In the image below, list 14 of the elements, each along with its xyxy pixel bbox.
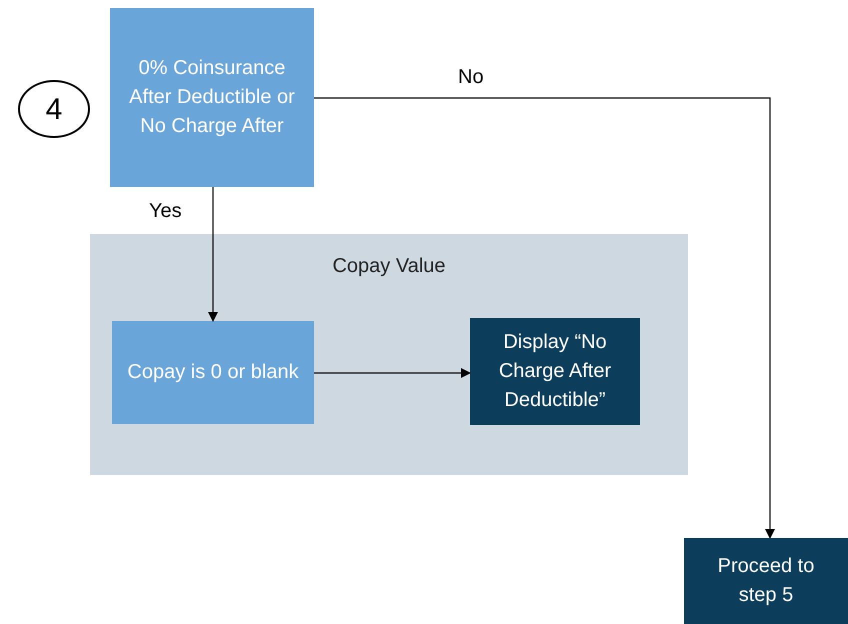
panel-title: Copay Value — [332, 254, 446, 279]
process-box — [110, 8, 314, 187]
box-label: 0% Coinsurance After Deductible or No Charge After — [128, 56, 296, 139]
group-panel — [90, 234, 688, 475]
step-number: 4 — [46, 94, 62, 124]
arrow — [314, 368, 471, 378]
process-box — [112, 321, 314, 424]
box-label: Proceed to step 5 — [716, 554, 816, 608]
arrow — [314, 97, 775, 539]
box-label: Copay is 0 or blank — [127, 360, 299, 385]
result-box — [684, 538, 848, 624]
result-box — [470, 318, 640, 425]
arrow — [208, 187, 218, 322]
box-label: Display “No Charge After Deductible” — [498, 330, 612, 413]
